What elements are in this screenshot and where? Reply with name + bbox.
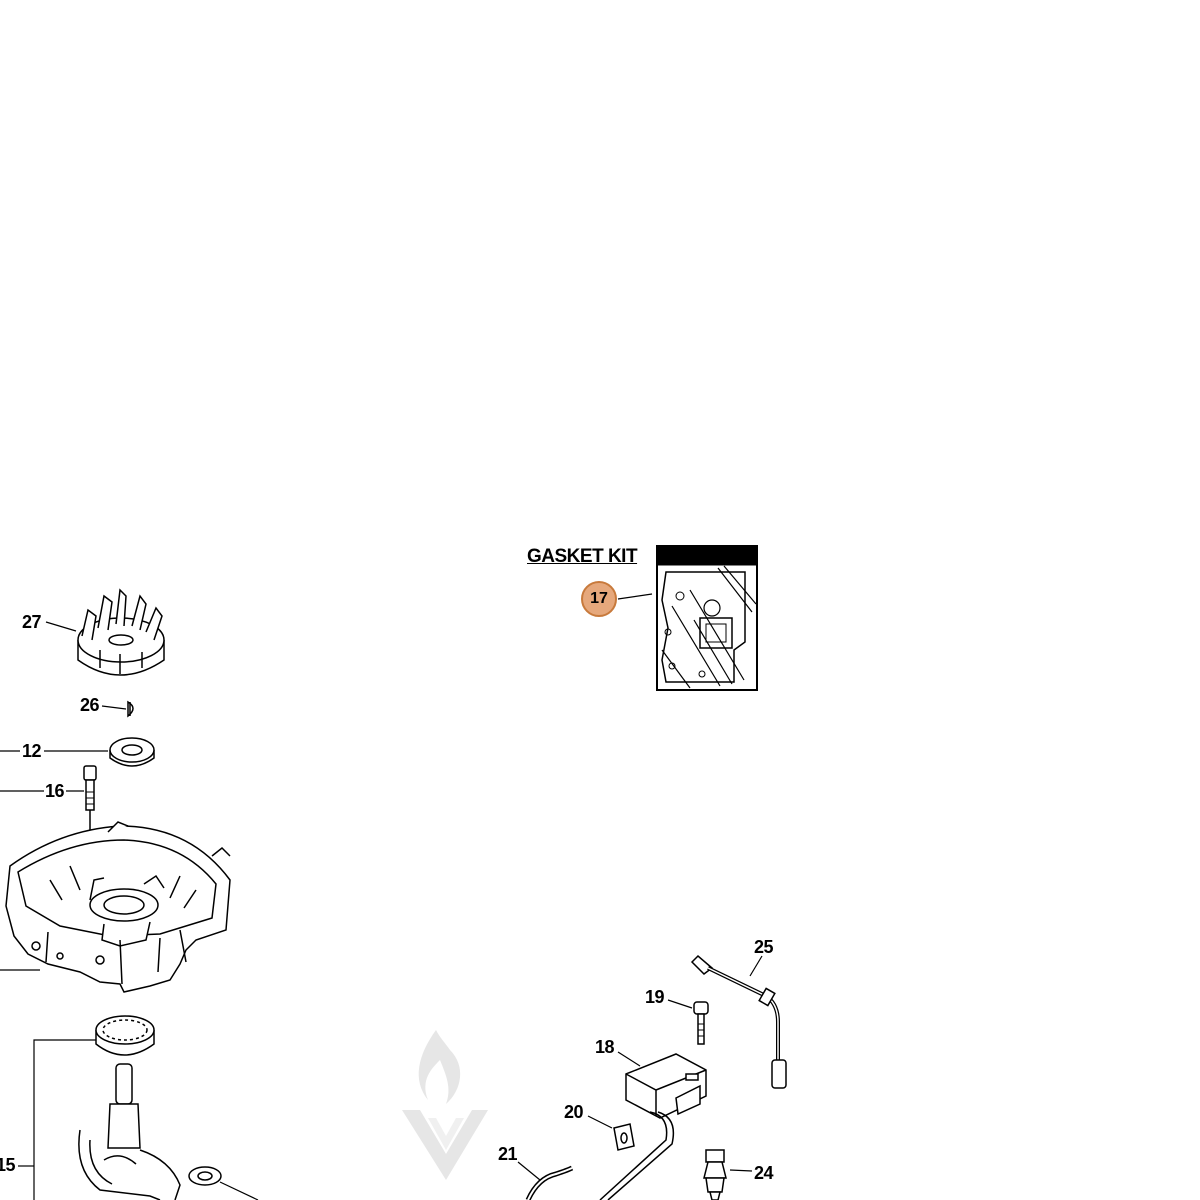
crankcase-housing [5,821,231,993]
leader-15 [18,1039,96,1200]
oil-seal [109,737,155,767]
callout-18: 18 [595,1037,615,1057]
leader-26 [101,705,127,710]
flame-logo-watermark [402,1030,488,1180]
ignition-module [599,1053,707,1200]
gasket-kit-title: GASKET KIT [527,546,638,567]
callout-15: 15 [0,1155,16,1175]
leader-25 [749,955,763,977]
crankshaft [78,1063,181,1200]
gasket-kit-box [656,545,758,691]
cable-clip [613,1123,635,1151]
leader-washer [219,1181,259,1200]
callout-17-badge[interactable]: 17 [581,581,617,617]
short-circuit-wire [525,1165,574,1200]
callout-26: 26 [80,695,100,715]
leader-21 [517,1161,541,1181]
leader-27 [45,621,77,632]
screw [693,1001,709,1045]
bolt [83,765,97,811]
flywheel-fan [77,588,165,676]
woodruff-key [127,700,134,718]
callout-25: 25 [754,937,774,957]
callout-21: 21 [498,1144,518,1164]
callout-24: 24 [754,1163,774,1183]
ball-bearing [95,1015,155,1056]
callout-19: 19 [645,987,665,1007]
leader-20 [587,1115,613,1129]
leader-19 [667,999,693,1009]
ignition-cable [690,954,787,1089]
spark-plug [703,1149,727,1200]
leader-17 [617,593,653,600]
callout-16: 16 [45,781,65,801]
leader-18 [617,1051,641,1067]
leader-24 [729,1169,753,1172]
washer [188,1166,222,1186]
callout-12: 12 [22,741,42,761]
callout-27: 27 [22,612,42,632]
callout-20: 20 [564,1102,584,1122]
